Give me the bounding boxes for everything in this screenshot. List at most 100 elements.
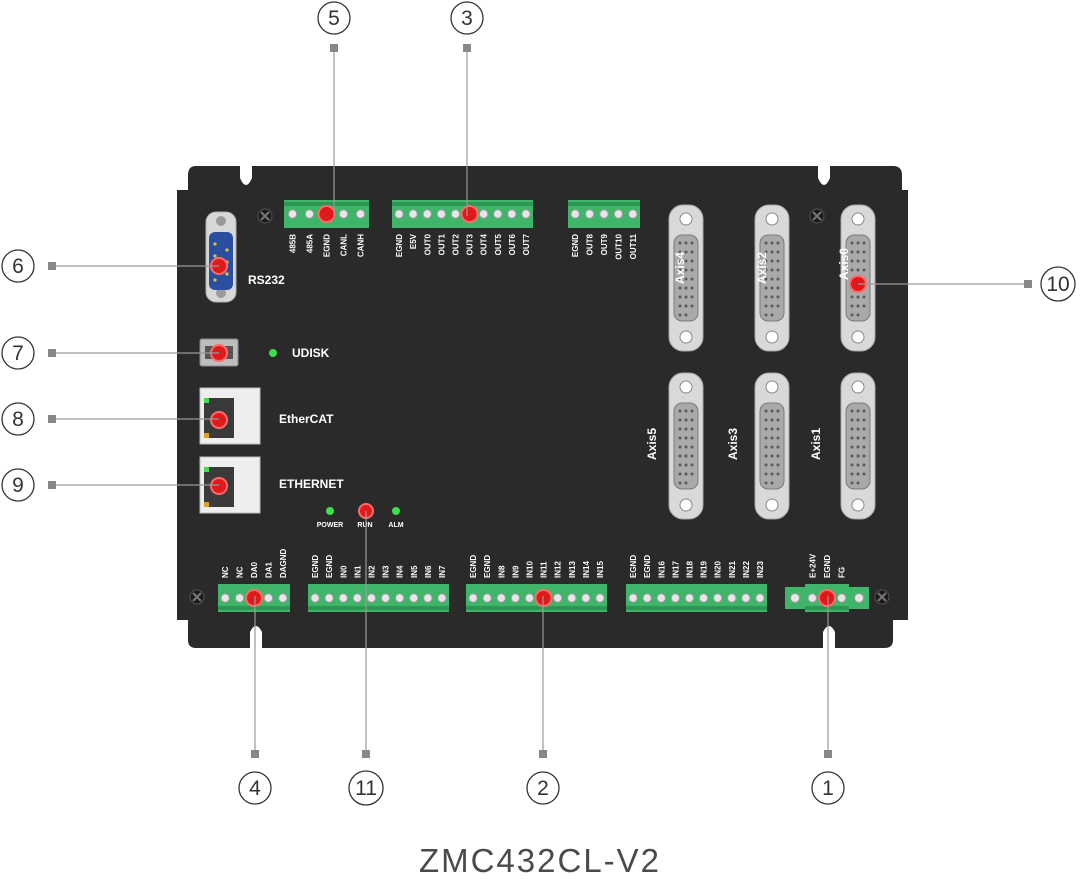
ethercat-connector bbox=[199, 387, 261, 445]
model-name: ZMC432CL-V2 bbox=[419, 842, 661, 879]
terminal-screw bbox=[684, 593, 695, 603]
callout-numbers: 5 3 6 7 8 9 10 4 11 2 1 bbox=[1, 1, 1076, 806]
terminal-screw bbox=[437, 593, 447, 603]
axis5-label: Axis5 bbox=[645, 428, 659, 460]
terminal-screw bbox=[628, 209, 638, 219]
terminal-screw bbox=[524, 593, 535, 603]
terminal-screw bbox=[324, 593, 334, 603]
terminal-screw bbox=[310, 593, 320, 603]
terminal-screw bbox=[422, 209, 432, 219]
axis-connectors bbox=[668, 204, 876, 520]
terminal-screw bbox=[698, 593, 709, 603]
terminal-pin-label: IN14 bbox=[582, 561, 591, 578]
terminal-screw bbox=[521, 209, 531, 219]
ethercat-label: EtherCAT bbox=[279, 412, 334, 426]
mounting-screw bbox=[257, 208, 273, 224]
terminal-pin-label: IN17 bbox=[671, 561, 680, 578]
terminal-screw bbox=[338, 593, 348, 603]
terminal-screw bbox=[482, 593, 492, 603]
callout-10: 10 bbox=[1046, 273, 1069, 296]
callout-5: 5 bbox=[328, 7, 340, 30]
udisk-led bbox=[269, 349, 277, 357]
mounting-screw bbox=[874, 589, 890, 605]
terminal-pin-label: IN8 bbox=[497, 565, 506, 578]
terminal-screw bbox=[595, 593, 605, 603]
terminal-pin-label: OUT10 bbox=[614, 233, 623, 259]
terminal-screw bbox=[409, 593, 419, 603]
terminal-screw bbox=[394, 593, 405, 603]
terminal-screw bbox=[570, 209, 580, 219]
terminal-pin-label: OUT0 bbox=[423, 233, 432, 255]
terminal-screw bbox=[220, 593, 230, 603]
terminal-screw bbox=[263, 593, 274, 603]
terminal-screw bbox=[656, 593, 666, 603]
terminal-screw bbox=[727, 593, 737, 603]
callout-4: 4 bbox=[249, 777, 261, 800]
terminal-screw bbox=[468, 593, 478, 603]
terminal-pin-label: 485A bbox=[306, 234, 315, 253]
terminal-screw bbox=[278, 593, 288, 603]
terminal-pin-label: IN21 bbox=[728, 561, 737, 578]
terminal-pin-label: E+24V bbox=[808, 553, 817, 578]
terminal-pin-label: EGND bbox=[483, 555, 492, 578]
callout-marker bbox=[818, 589, 836, 607]
terminal-screw bbox=[628, 593, 638, 603]
terminal-pin-label: EGND bbox=[823, 555, 832, 578]
axis-db26-connector bbox=[754, 372, 790, 520]
terminal-screw bbox=[436, 209, 447, 219]
terminal-screw bbox=[338, 209, 349, 219]
terminal-pin-label: IN15 bbox=[596, 561, 605, 578]
led-run-label: RUN bbox=[357, 522, 372, 529]
callout-11: 11 bbox=[355, 777, 377, 800]
terminal-screw bbox=[584, 209, 595, 219]
terminal-pin-label: EGND bbox=[469, 555, 478, 578]
terminal-pin-label: IN2 bbox=[367, 565, 376, 578]
callout-2: 2 bbox=[537, 777, 549, 800]
udisk-label: UDISK bbox=[292, 346, 330, 360]
terminal-screw bbox=[642, 593, 652, 603]
terminal-screw bbox=[450, 209, 461, 219]
terminal-screw bbox=[352, 593, 363, 603]
terminal-pin-label: IN5 bbox=[410, 565, 419, 578]
callout-7: 7 bbox=[12, 342, 24, 365]
terminal-pin-label: NC bbox=[221, 566, 230, 578]
terminal-screw bbox=[755, 593, 765, 603]
terminal-pin-label: DA0 bbox=[250, 561, 259, 578]
terminal-screw bbox=[599, 209, 609, 219]
terminal-pin-label: EGND bbox=[395, 234, 404, 257]
callout-3: 3 bbox=[461, 7, 473, 30]
terminal-screw bbox=[552, 593, 563, 603]
terminal-screw bbox=[380, 593, 391, 603]
terminal-pin-label: OUT6 bbox=[508, 233, 517, 255]
terminal-pin-label: IN4 bbox=[396, 565, 405, 578]
leader-end-squares bbox=[48, 44, 1032, 758]
ethernet-connector bbox=[199, 456, 261, 514]
terminal-pin-label: IN18 bbox=[685, 561, 694, 578]
terminal-pin-label: IN10 bbox=[525, 561, 534, 578]
callout-marker bbox=[460, 205, 479, 223]
callout-6: 6 bbox=[12, 255, 24, 278]
terminal-screw bbox=[478, 209, 489, 219]
terminal-pin-label: EGND bbox=[311, 555, 320, 578]
terminal-pin-label: IN22 bbox=[742, 561, 751, 578]
terminal-screw bbox=[287, 209, 298, 219]
callout-1: 1 bbox=[822, 777, 834, 800]
terminal-pin-label: EGND bbox=[323, 234, 332, 257]
rs232-connector bbox=[205, 211, 237, 303]
terminal-screw bbox=[366, 593, 377, 603]
axis-db26-connector bbox=[754, 204, 790, 352]
terminal-pin-label: DAGND bbox=[279, 548, 288, 578]
terminal-pin-label: OUT5 bbox=[494, 233, 503, 255]
axis-db26-connector bbox=[668, 204, 704, 352]
axis4-label: Axis4 bbox=[673, 252, 687, 284]
terminal-pin-label: OUT7 bbox=[522, 233, 531, 255]
rs232-label: RS232 bbox=[248, 273, 285, 287]
terminal-pin-label: OUT8 bbox=[586, 233, 595, 255]
